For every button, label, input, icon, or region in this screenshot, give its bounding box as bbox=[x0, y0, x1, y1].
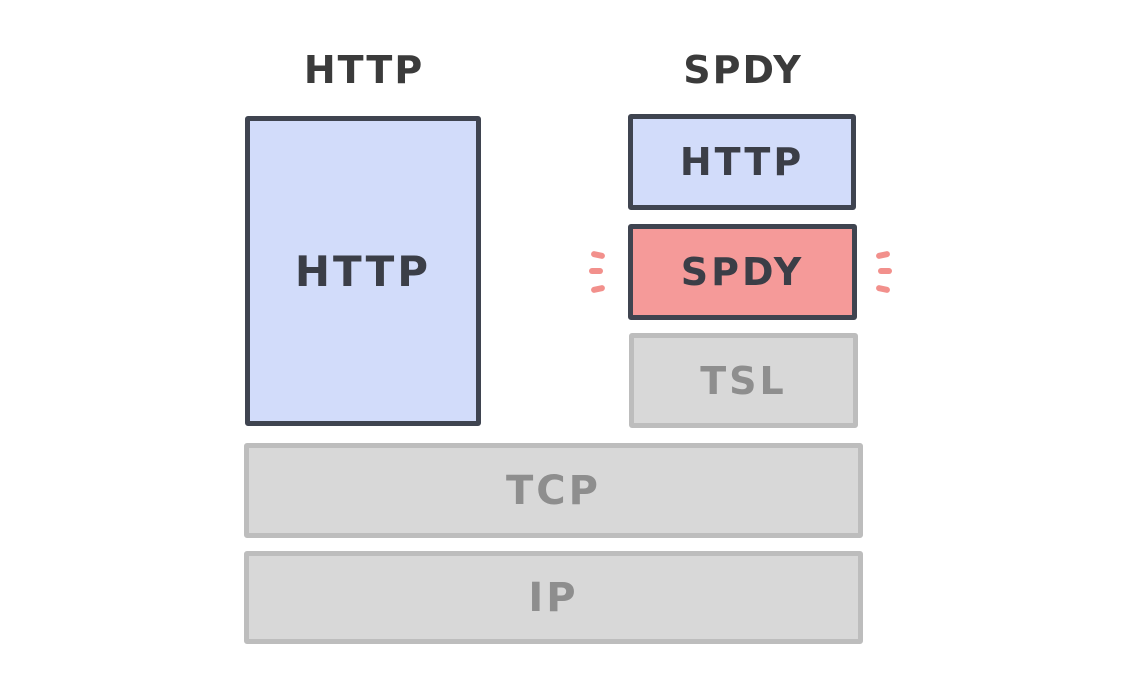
spdy-stack-tsl-layer: TSL bbox=[629, 333, 858, 428]
emphasis-dash bbox=[875, 250, 891, 260]
http-stack-http-layer: HTTP bbox=[245, 116, 481, 426]
spdy-stack-spdy-layer: SPDY bbox=[628, 224, 857, 320]
ip-layer: IP bbox=[244, 551, 863, 644]
emphasis-dash bbox=[875, 284, 891, 294]
emphasis-dash bbox=[590, 284, 606, 294]
emphasis-dash bbox=[878, 268, 892, 274]
tcp-layer: TCP bbox=[244, 443, 863, 538]
emphasis-dash bbox=[589, 268, 603, 274]
spdy-column-title: SPDY bbox=[683, 48, 803, 92]
spdy-stack-http-layer: HTTP bbox=[628, 114, 856, 210]
emphasis-dash bbox=[590, 250, 606, 260]
http-column-title: HTTP bbox=[303, 48, 425, 92]
